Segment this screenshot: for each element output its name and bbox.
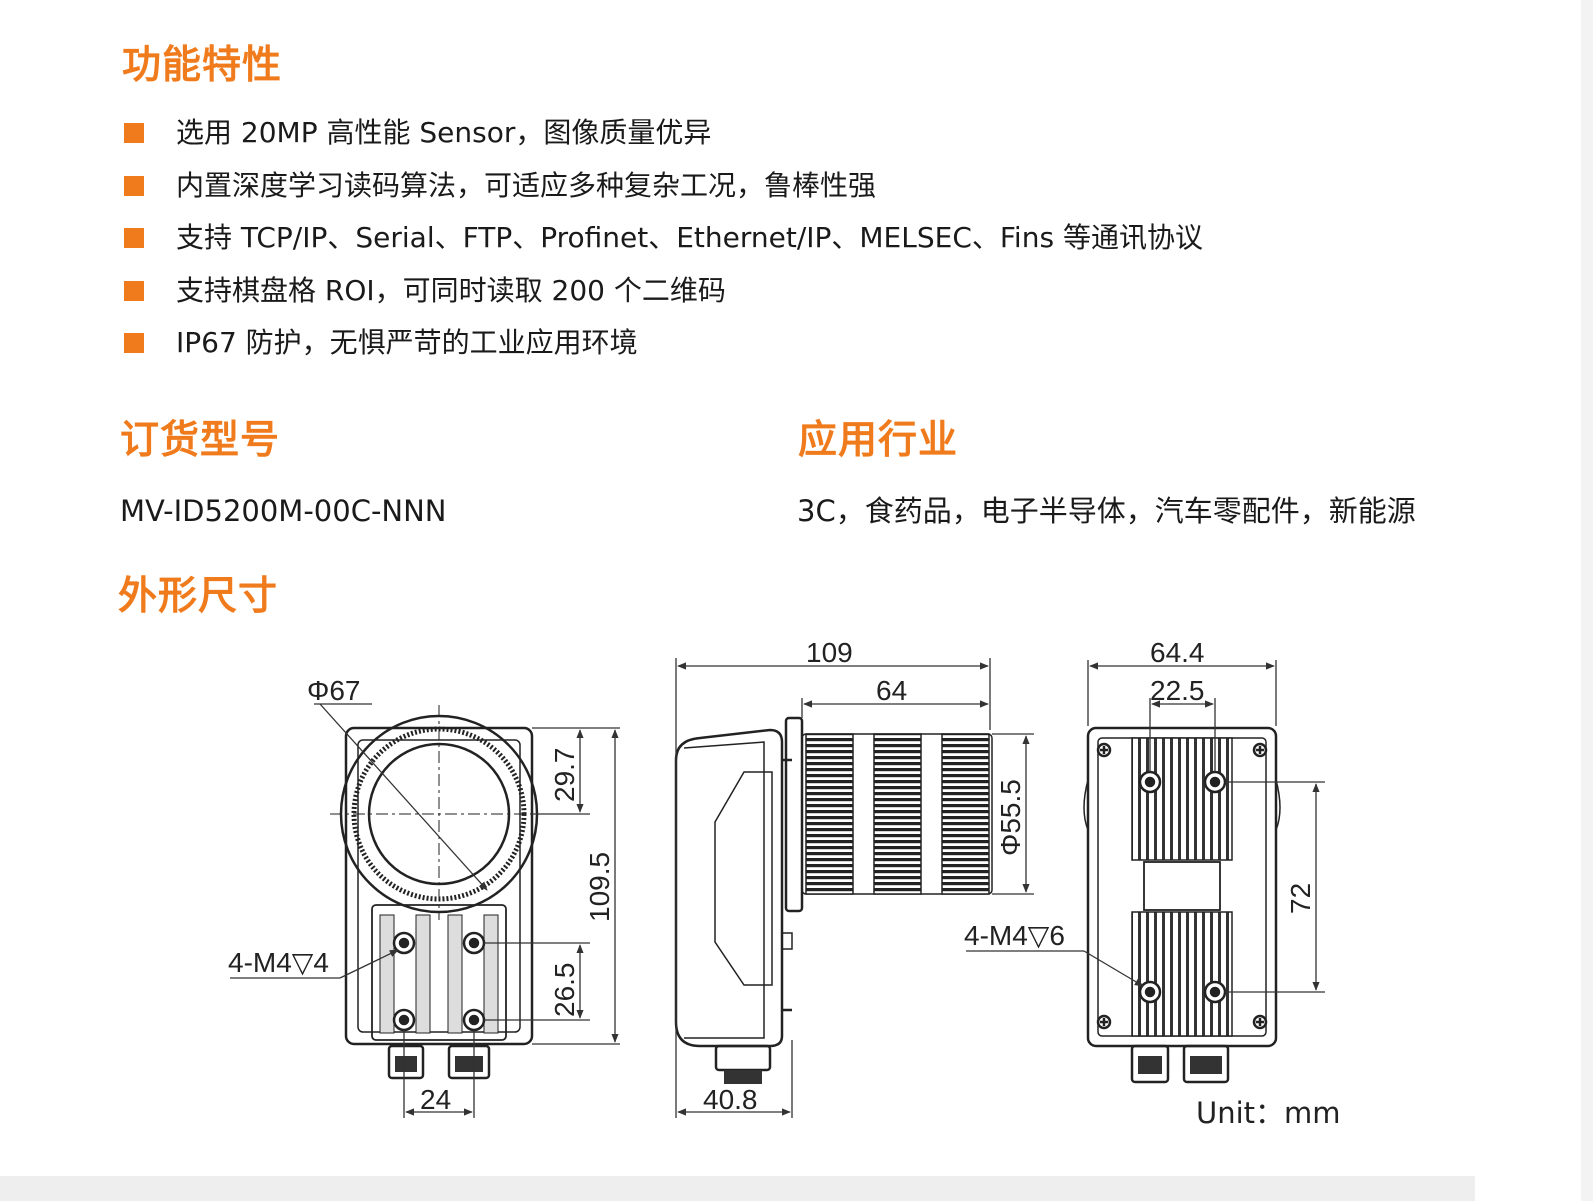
ordering-heading: 订货型号	[120, 418, 281, 463]
back-thread-label: 4-M4▽6	[964, 920, 1065, 951]
industry-heading: 应用行业	[798, 418, 959, 463]
feature-list: 选用 20MP 高性能 Sensor，图像质量优异 内置深度学习读码算法，可适应…	[124, 116, 1203, 379]
side-body-outline	[674, 728, 784, 1048]
unit-label: Unit：mm	[1196, 1096, 1341, 1130]
back-fins-top	[1131, 737, 1233, 861]
front-top-offset-label: 29.7	[549, 748, 580, 803]
side-body-depth-label: 40.8	[703, 1084, 758, 1115]
feature-item: 支持 TCP/IP、Serial、FTP、Profinet、Ethernet/I…	[124, 221, 1203, 274]
lens-knurl-1	[805, 733, 854, 895]
back-connectors	[1130, 1044, 1230, 1084]
front-height-label: 109.5	[584, 852, 615, 922]
feature-item: 内置深度学习读码算法，可适应多种复杂工况，鲁棒性强	[124, 169, 1203, 222]
feature-text: 选用 20MP 高性能 Sensor，图像质量优异	[176, 116, 712, 149]
bullet-square-icon	[124, 333, 144, 353]
front-lens-diameter-label: Φ67	[307, 675, 360, 706]
front-thread-label: 4-M4▽4	[228, 947, 329, 978]
front-connectors	[387, 1044, 491, 1080]
back-mount-holes	[1138, 770, 1227, 1004]
features-heading: 功能特性	[122, 43, 283, 88]
industry-text: 3C，食药品，电子半导体，汽车零配件，新能源	[797, 494, 1416, 528]
bullet-square-icon	[124, 175, 144, 196]
feature-text: 支持棋盘格 ROI，可同时读取 200 个二维码	[176, 273, 726, 307]
back-view-drawing	[1083, 726, 1281, 1084]
back-corner-screws	[1096, 742, 1268, 1030]
dimension-drawings: Φ67 29.7 109.5 26.5 24 4-M4▽4 109 64 Φ55…	[228, 637, 1325, 1118]
dimensions-heading: 外形尺寸	[118, 574, 279, 619]
front-dimension-lines	[230, 703, 620, 1118]
front-hole-spacing-v-label: 26.5	[549, 963, 580, 1018]
back-inner-width-label: 22.5	[1150, 675, 1205, 706]
back-width-label: 64.4	[1150, 637, 1205, 668]
lens-knurl-3	[941, 733, 990, 895]
lens-knurl-2	[873, 733, 922, 895]
page-edge	[1581, 0, 1593, 1201]
front-view-drawing	[330, 705, 548, 1080]
bullet-square-icon	[124, 280, 144, 301]
front-hole-spacing-h-label: 24	[420, 1084, 451, 1115]
side-view-drawing	[674, 716, 993, 1084]
feature-item: 选用 20MP 高性能 Sensor，图像质量优异	[124, 116, 1203, 169]
model-number: MV-ID5200M-00C-NNN	[120, 494, 447, 528]
back-label-plate	[1143, 861, 1221, 911]
feature-text: 内置深度学习读码算法，可适应多种复杂工况，鲁棒性强	[176, 168, 877, 202]
bullet-square-icon	[124, 228, 144, 248]
side-total-length-label: 109	[806, 637, 853, 668]
back-hole-spacing-v-label: 72	[1285, 883, 1316, 914]
side-dimension-lines	[675, 658, 1034, 1118]
side-lens-length-label: 64	[876, 675, 907, 706]
feature-text: IP67 防护，无惧严苛的工业应用环境	[176, 326, 638, 359]
back-dimension-lines	[966, 660, 1325, 993]
side-lens-diameter-label: Φ55.5	[995, 779, 1026, 856]
feature-item: IP67 防护，无惧严苛的工业应用环境	[124, 326, 1203, 379]
feature-text: 支持 TCP/IP、Serial、FTP、Profinet、Ethernet/I…	[176, 221, 1203, 254]
bullet-square-icon	[124, 123, 144, 143]
back-body-outline	[1086, 726, 1278, 1048]
back-fins-bottom	[1131, 911, 1233, 1037]
page-footer-strip	[0, 1176, 1475, 1201]
feature-item: 支持棋盘格 ROI，可同时读取 200 个二维码	[124, 274, 1203, 327]
front-mount-holes	[392, 931, 486, 1032]
